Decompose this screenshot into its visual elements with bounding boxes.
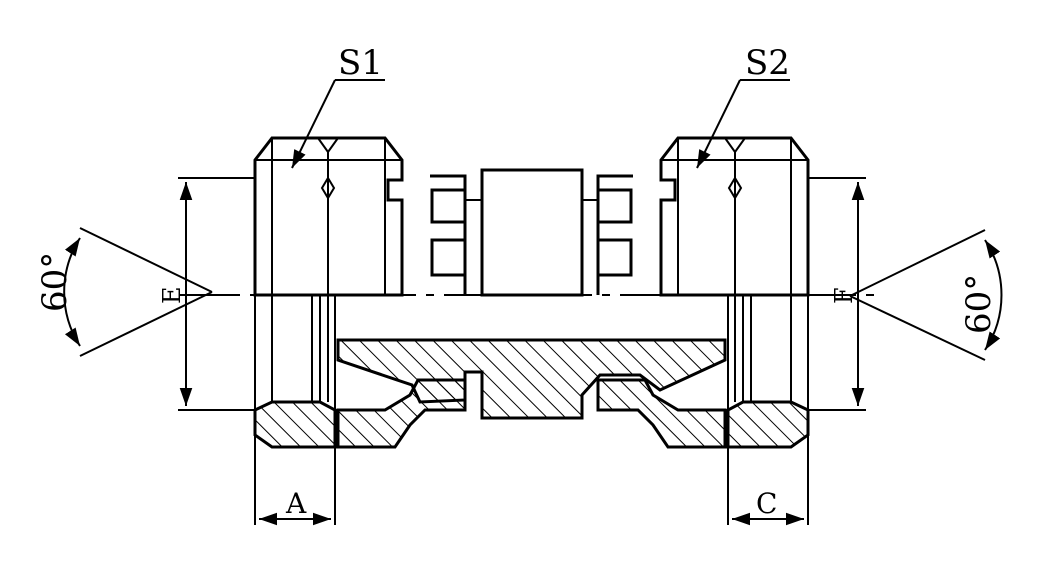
label-s2: S2: [745, 43, 790, 83]
label-f: F: [830, 287, 858, 304]
label-angle-left: 60°: [35, 252, 75, 312]
dimension-a: [254, 435, 336, 526]
dimension-f: [808, 177, 866, 411]
leader-s2: [696, 79, 790, 169]
angle-left: [63, 227, 213, 357]
label-e: E: [158, 286, 186, 304]
lower-section: [253, 338, 810, 449]
leader-s1: [291, 79, 385, 169]
right-nut-upper: [659, 136, 810, 297]
nut-bore-lines: [254, 295, 809, 410]
label-angle-right: 60°: [959, 274, 999, 334]
label-s1: S1: [338, 43, 383, 83]
label-a: A: [285, 487, 307, 520]
center-body-upper: [430, 168, 633, 297]
dimension-e: [178, 177, 255, 411]
dimension-c: [727, 435, 809, 526]
left-nut-upper: [253, 136, 404, 297]
angle-right: [849, 229, 1003, 361]
label-c: C: [756, 487, 777, 520]
